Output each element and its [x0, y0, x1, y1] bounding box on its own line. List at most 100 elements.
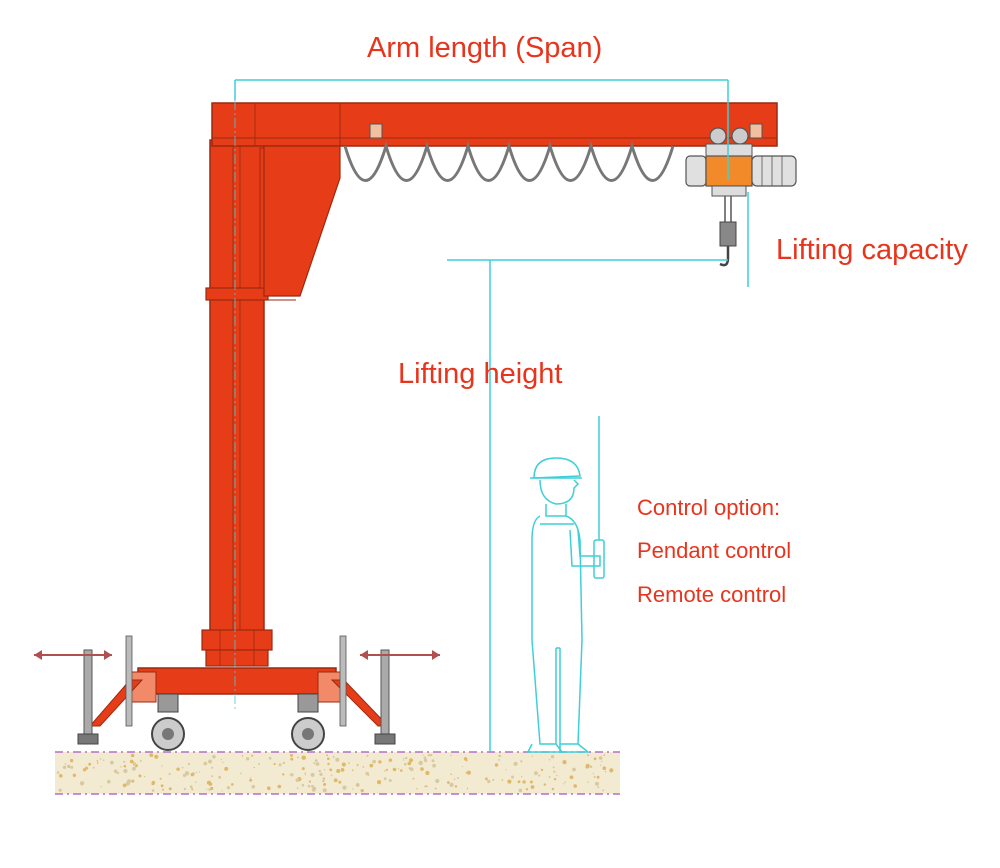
ground-speck [240, 772, 242, 775]
ground-speck [335, 757, 340, 762]
ground-speck [517, 780, 521, 784]
ground-speck [290, 757, 294, 761]
ground-speck [322, 777, 326, 780]
ground-speck [314, 759, 318, 762]
pendant-control-label: Pendant control [637, 538, 792, 563]
ground-speck [423, 758, 428, 763]
ground-speck [366, 754, 369, 758]
ground-speck [168, 772, 171, 776]
ground-speck [296, 787, 299, 789]
ground-speck [72, 773, 77, 777]
ground-speck [520, 760, 523, 763]
ground-speck [64, 763, 67, 765]
ground-speck [99, 758, 102, 760]
ground-speck [59, 774, 63, 778]
ground-speck [295, 778, 300, 782]
ground-speck [599, 764, 602, 767]
ground-speck [322, 780, 325, 783]
ground-speck [596, 775, 600, 779]
ground-speck [211, 775, 213, 777]
ground-speck [310, 772, 315, 777]
ground-speck [110, 760, 114, 765]
ground-speck [129, 759, 134, 764]
ground-speck [594, 781, 600, 786]
ground-speck [494, 763, 499, 767]
ground-speck [149, 753, 154, 757]
ground-speck [56, 771, 60, 774]
ground-speck [603, 754, 606, 756]
ground-speck [498, 754, 502, 758]
ground-speck [403, 757, 405, 760]
lifting-height-label: Lifting height [398, 358, 563, 390]
ground-speck [425, 785, 428, 788]
ground-speck [513, 761, 518, 766]
ground-speck [330, 774, 333, 776]
ground-speck [424, 785, 426, 788]
ground-speck [79, 781, 85, 786]
ground-speck [360, 789, 364, 793]
ground-speck [550, 755, 555, 759]
ground-speck [151, 780, 156, 785]
ground-speck [246, 757, 250, 761]
ground-speck [569, 775, 574, 780]
ground-speck [352, 788, 354, 790]
ground-speck [553, 778, 557, 781]
ground-speck [329, 768, 333, 772]
ground-speck [447, 781, 450, 784]
ground-speck [466, 787, 469, 790]
ground-speck [362, 766, 365, 768]
ground-speck [529, 780, 533, 784]
ground-speck [100, 786, 102, 788]
ground-speck [323, 783, 327, 786]
ground-speck [123, 768, 128, 774]
ground-speck [190, 772, 194, 777]
ground-speck [589, 765, 593, 768]
ground-speck [221, 790, 223, 792]
ground-speck [463, 757, 468, 761]
ground-speck [341, 762, 346, 767]
ground-speck [161, 765, 163, 767]
ground-speck [231, 783, 234, 786]
ground-speck [454, 785, 458, 788]
ground-speck [304, 772, 306, 774]
ground-speck [434, 787, 437, 790]
ground-speck [592, 772, 595, 775]
jib-arm [211, 102, 778, 301]
ground-speck [139, 760, 142, 762]
ground-speck [518, 788, 523, 793]
ground-speck [123, 764, 127, 768]
ground-speck [318, 769, 321, 773]
ground-speck [416, 788, 418, 790]
ground-speck [212, 754, 216, 759]
ground-speck [530, 785, 535, 789]
ground-speck [176, 767, 180, 771]
ground-speck [184, 771, 190, 776]
ground-speck [195, 781, 197, 783]
ground-speck [435, 778, 440, 784]
ground-speck [258, 763, 260, 765]
ground-speck [208, 782, 213, 786]
ground-speck [206, 788, 208, 791]
ground-speck [585, 765, 589, 769]
ground-speck [68, 766, 70, 768]
ground-speck [427, 753, 431, 757]
ground-speck [62, 765, 67, 769]
ground-speck [322, 788, 327, 793]
ground-speck [249, 778, 253, 782]
ground-speck [466, 770, 471, 775]
ground-speck [69, 758, 74, 763]
ground-speck [168, 787, 172, 791]
ground-speck [304, 774, 306, 776]
ground-speck [572, 767, 576, 772]
ground-speck [540, 768, 544, 772]
ground-speck [315, 762, 320, 766]
ground-speck [211, 766, 214, 769]
ground-speck [348, 762, 350, 764]
ground-speck [102, 759, 105, 761]
ground-speck [365, 771, 370, 776]
ground-speck [492, 779, 495, 781]
ground-speck [289, 773, 292, 776]
ground-speck [122, 783, 127, 788]
ground-speck [138, 774, 142, 778]
